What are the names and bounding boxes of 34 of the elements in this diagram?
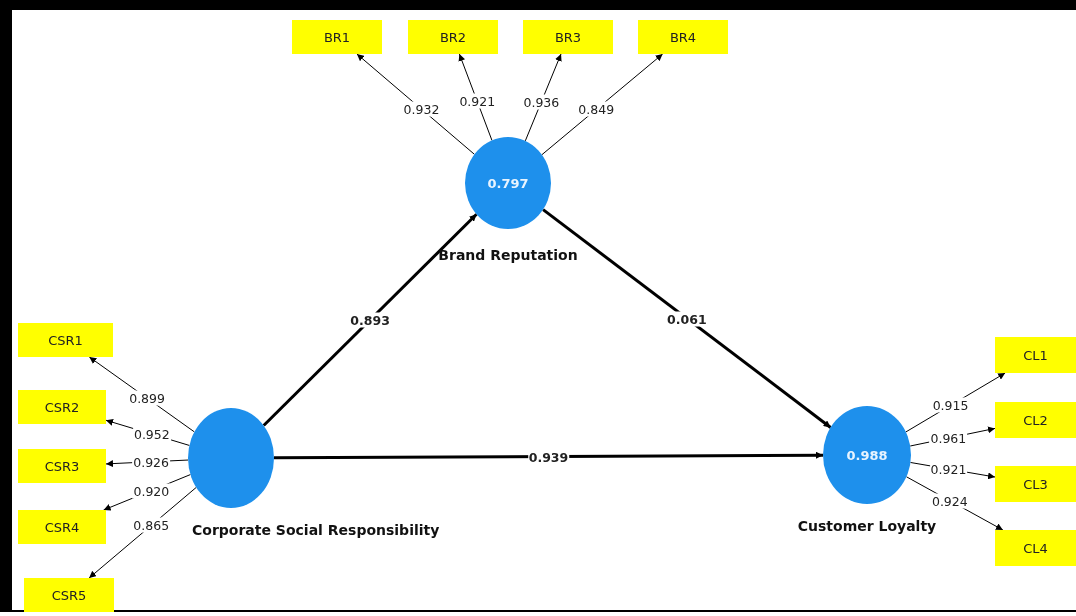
indicator-box: BR1 [292,20,382,54]
construct-name: Brand Reputation [438,247,578,263]
indicator-box: CL1 [995,337,1076,373]
edge-label: 0.961 [929,430,968,446]
indicator-box: CSR1 [18,323,113,357]
edge-label: 0.061 [666,311,708,326]
edge-label: 0.932 [402,101,441,117]
arrow [542,208,832,429]
indicator-box: BR3 [523,20,613,54]
edge-label: 0.893 [349,312,391,328]
edge-label: 0.899 [128,390,166,406]
indicator-box: CSR5 [24,578,114,612]
edge-label: 0.920 [132,483,171,498]
indicator-box: CSR3 [18,449,106,483]
indicator-box: BR2 [408,20,498,54]
construct-name: Customer Loyalty [797,518,937,534]
edge-label: 0.921 [458,93,497,109]
r-squared-value: 0.797 [487,175,529,191]
construct-name: Corporate Social Responsibility [192,522,440,538]
indicator-box: CL4 [995,530,1076,566]
edge-label: 0.915 [931,397,970,413]
edge-label: 0.952 [132,426,171,442]
indicator-box: CL3 [995,466,1076,502]
arrow [262,213,478,427]
indicator-box: CL2 [995,402,1076,438]
indicator-box: BR4 [638,20,728,54]
edge-label: 0.865 [132,517,171,533]
indicator-box: CSR4 [18,510,106,544]
r-squared-value: 0.988 [846,447,888,463]
edge-label: 0.924 [930,493,969,509]
indicator-box: CSR2 [18,390,106,424]
edge-label: 0.936 [522,94,561,110]
arrow [274,451,823,460]
edge-label: 0.849 [577,101,616,117]
